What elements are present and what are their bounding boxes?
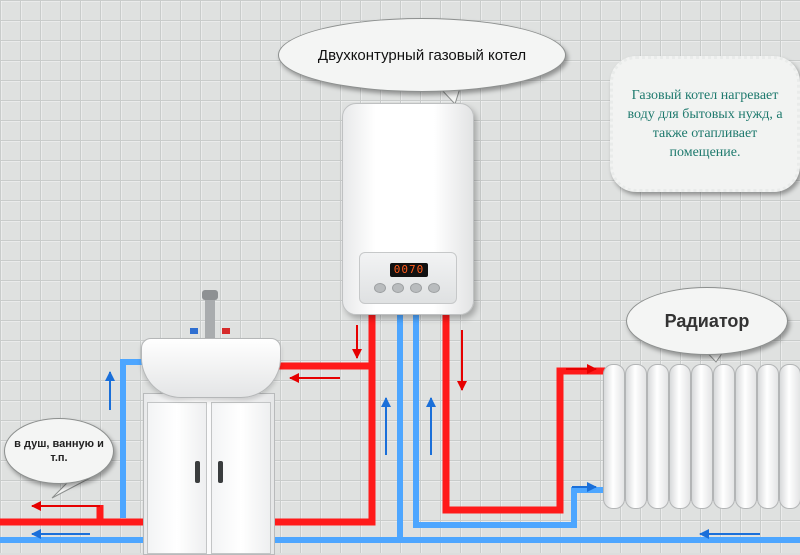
radiator-section bbox=[713, 364, 735, 509]
radiator bbox=[603, 364, 800, 509]
radiator-section bbox=[735, 364, 757, 509]
cold-pipes bbox=[0, 313, 800, 543]
radiator-section bbox=[669, 364, 691, 509]
cold-pipe-sink bbox=[120, 359, 143, 518]
hot-pipe-radiator-supply bbox=[442, 313, 605, 514]
cabinet-door-right bbox=[211, 402, 271, 554]
info-bubble: Газовый котел нагревает воду для бытовых… bbox=[610, 56, 800, 192]
cold-pipe-boiler-return bbox=[413, 313, 610, 528]
radiator-section bbox=[691, 364, 713, 509]
radiator-label-bubble: Радиатор bbox=[626, 287, 788, 355]
radiator-label: Радиатор bbox=[664, 310, 750, 331]
gas-boiler: 0070 bbox=[342, 103, 474, 315]
boiler-label-bubble: Двухконтурный газовый котел bbox=[278, 18, 566, 92]
door-handle bbox=[218, 461, 223, 483]
boiler-knob bbox=[428, 283, 440, 293]
boiler-knob bbox=[392, 283, 404, 293]
radiator-section bbox=[603, 364, 625, 509]
radiator-section bbox=[757, 364, 779, 509]
boiler-knob bbox=[410, 283, 422, 293]
radiator-section bbox=[625, 364, 647, 509]
door-handle bbox=[195, 461, 200, 483]
sink-cabinet bbox=[143, 393, 275, 555]
faucet bbox=[190, 290, 230, 340]
hot-pipe-boiler-out bbox=[0, 313, 376, 526]
radiator-section bbox=[647, 364, 669, 509]
shower-label: в душ, ванную и т.п. bbox=[14, 438, 104, 464]
shower-label-bubble: в душ, ванную и т.п. bbox=[4, 418, 114, 484]
boiler-control-panel: 0070 bbox=[359, 252, 457, 304]
sink-basin bbox=[141, 338, 281, 398]
hot-pipes bbox=[0, 313, 605, 526]
boiler-knob bbox=[374, 283, 386, 293]
radiator-section bbox=[779, 364, 800, 509]
info-text: Газовый котел нагревает воду для бытовых… bbox=[627, 88, 783, 160]
boiler-display: 0070 bbox=[390, 263, 428, 277]
cabinet-door-left bbox=[147, 402, 207, 554]
boiler-title: Двухконтурный газовый котел bbox=[317, 46, 527, 64]
flow-arrows bbox=[31, 325, 760, 539]
